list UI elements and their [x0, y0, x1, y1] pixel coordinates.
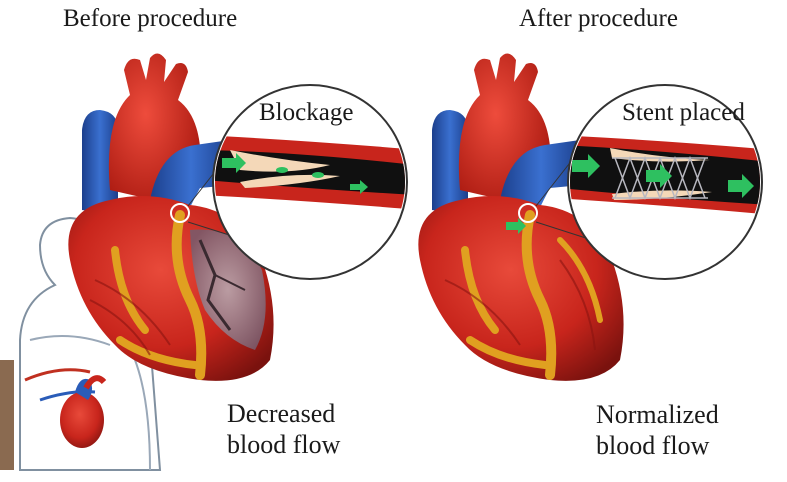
caption-line: Normalized: [596, 399, 719, 430]
caption-line: blood flow: [227, 429, 340, 460]
after-procedure-title: After procedure: [519, 6, 678, 31]
before-procedure-title: Before procedure: [63, 6, 237, 31]
caption-line: Decreased: [227, 398, 340, 429]
stent-placed-label: Stent placed: [622, 100, 745, 125]
normalized-flow-caption: Normalized blood flow: [596, 399, 719, 461]
flow-arrow: [312, 172, 324, 178]
flow-arrow: [276, 167, 288, 173]
caption-line: blood flow: [596, 430, 719, 461]
blockage-label: Blockage: [259, 100, 353, 125]
photo-edge: [0, 360, 14, 470]
decreased-flow-caption: Decreased blood flow: [227, 398, 340, 460]
